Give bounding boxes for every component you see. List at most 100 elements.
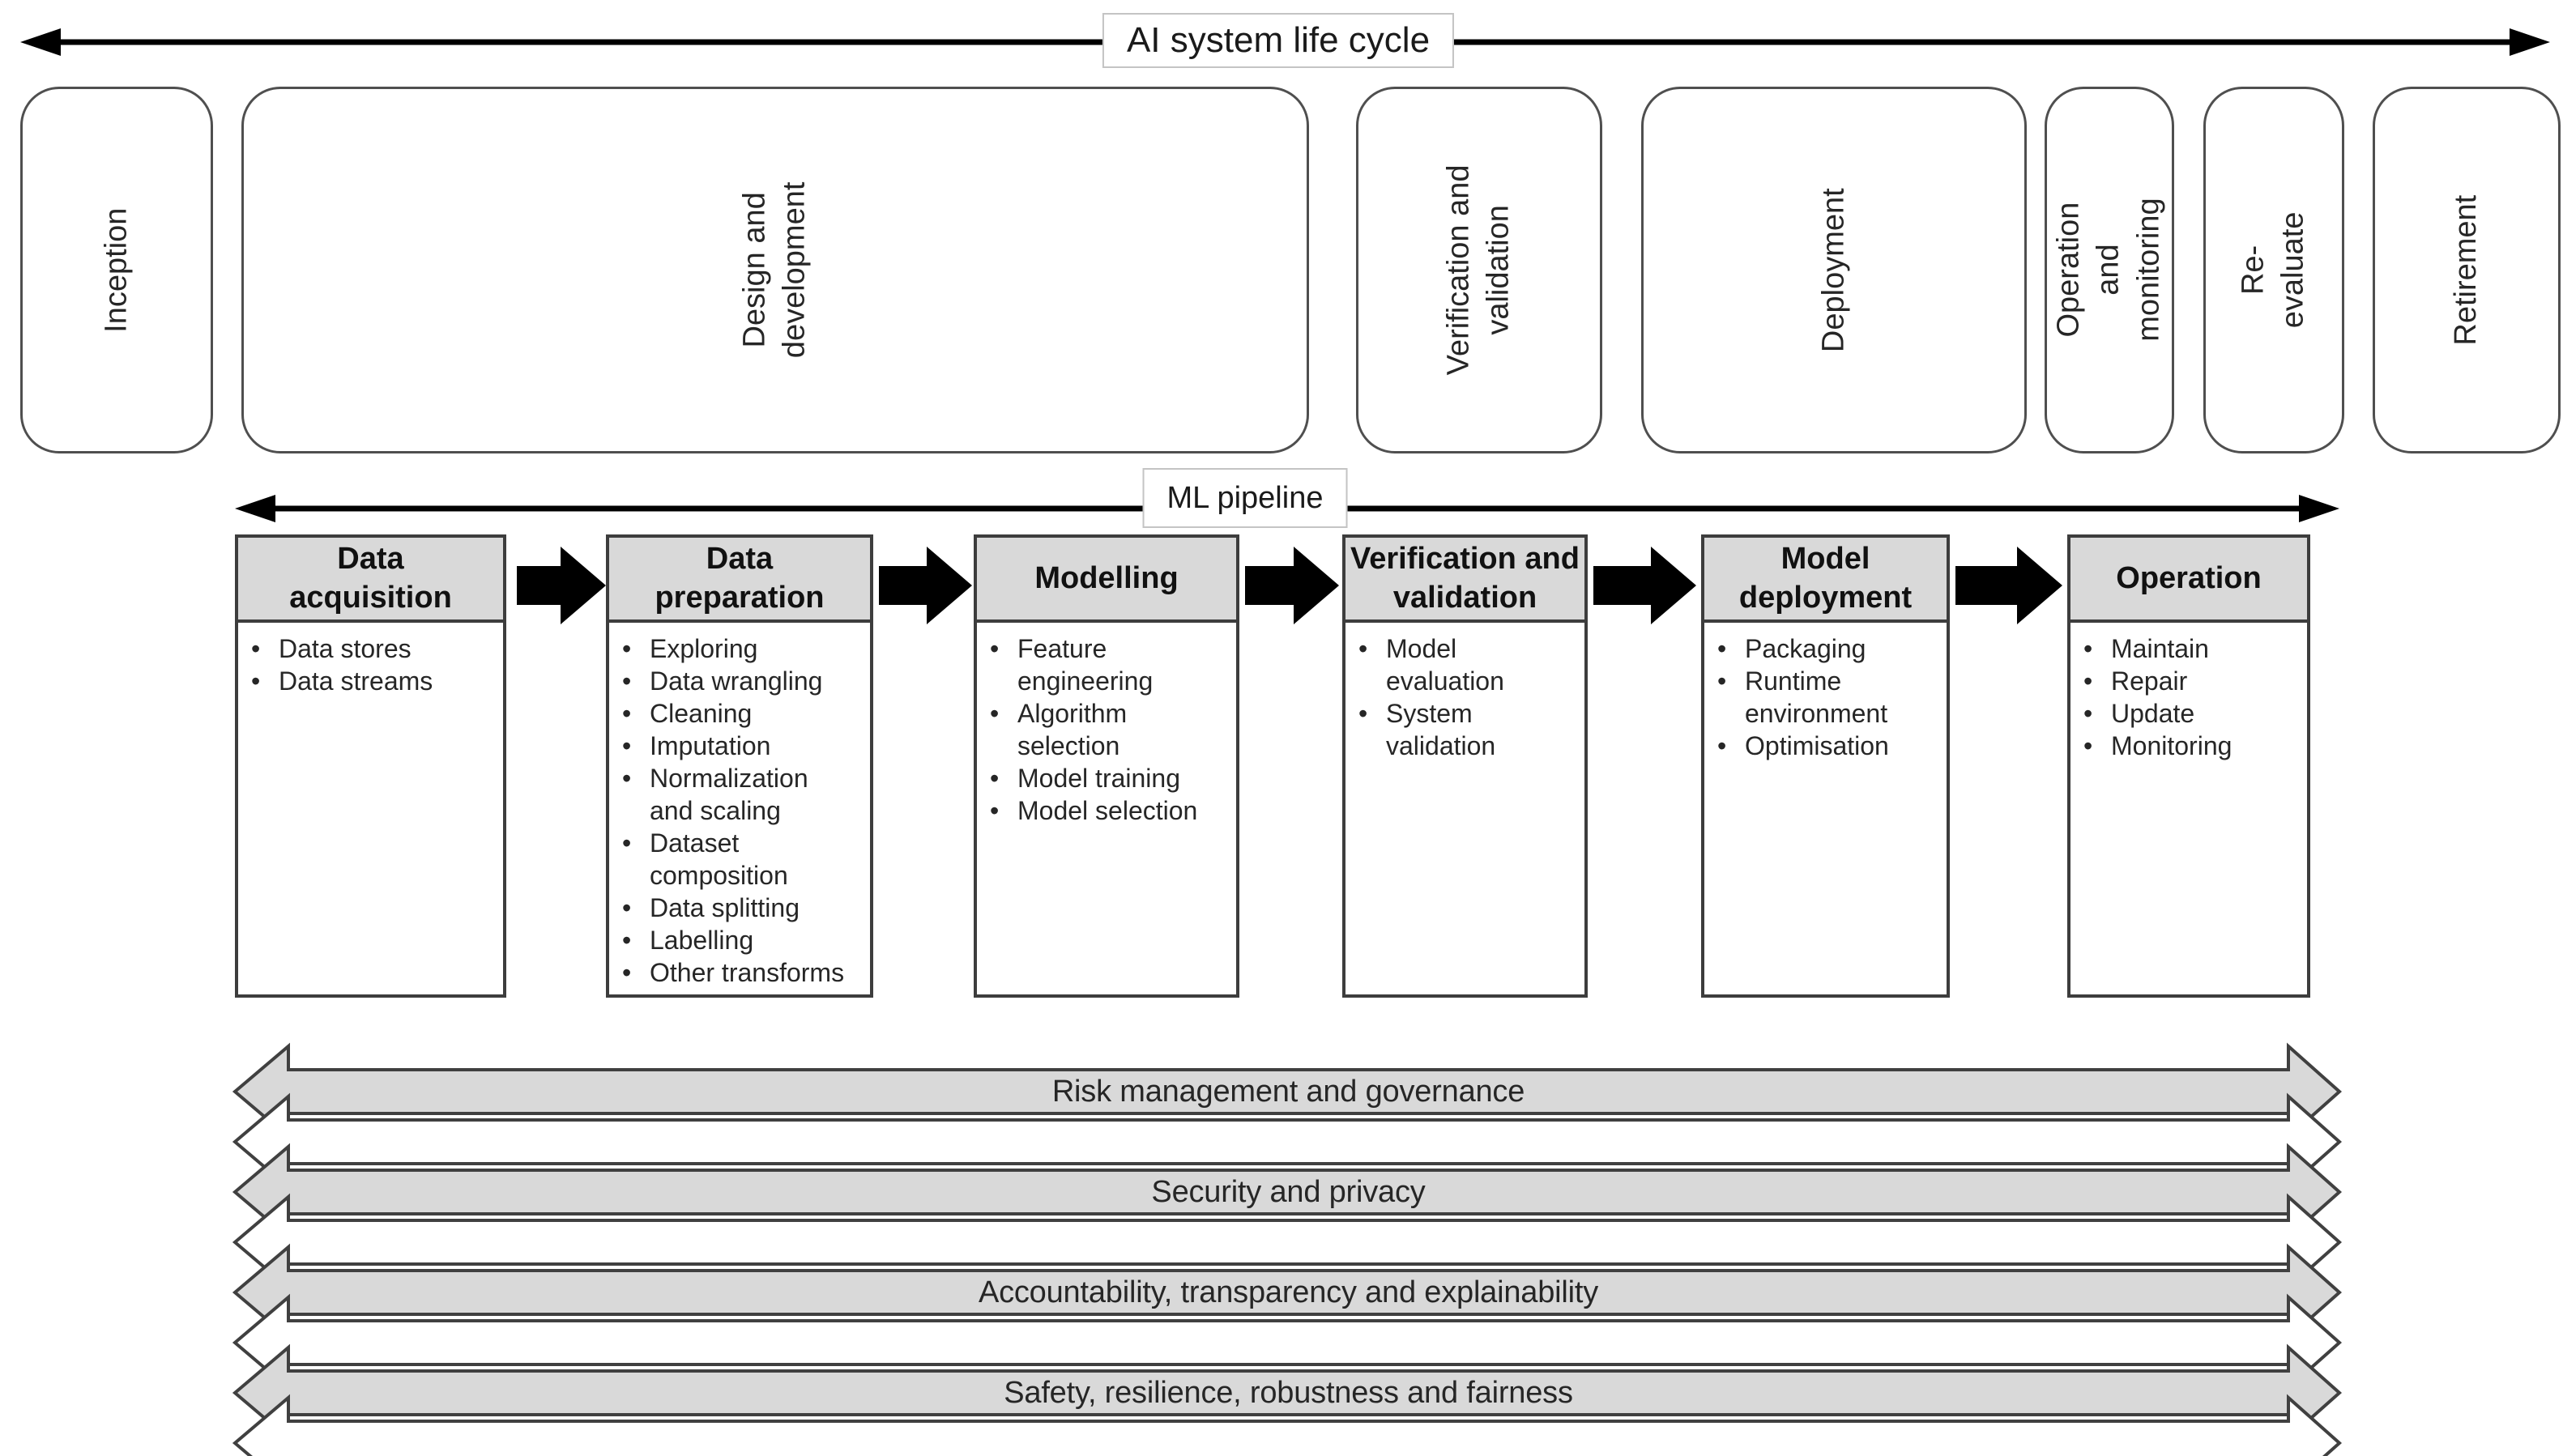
lifecycle-stage-retirement: Retirement: [2373, 87, 2561, 453]
lifecycle-stage-verification-validation: Verification and validation: [1356, 87, 1602, 453]
ai-lifecycle-arrow-label: AI system life cycle: [1102, 13, 1455, 68]
pipeline-stage-task-list: • Packaging • Runtime environment • Optimisat…: [1704, 623, 1947, 762]
task-list-item: •Update: [2083, 697, 2302, 730]
pipeline-stage-data-acquisition: Data acquisition•Data stores•Data stream…: [235, 534, 506, 998]
pipeline-stage-task-list: •Exploring•Data wrangling•Cleaning•Imput…: [609, 623, 870, 989]
task-list-item-text: Normalization and scaling: [650, 764, 808, 825]
pipeline-step-arrow-icon-5: [1955, 547, 2062, 624]
bullet-icon: •: [622, 699, 632, 728]
task-list-item: • Runtime environment: [1717, 665, 1942, 730]
bullet-icon: •: [622, 666, 632, 696]
bullet-icon: •: [1717, 634, 1727, 663]
task-list-item: • Cleaning: [622, 697, 865, 730]
pipeline-stage-model-deployment: Model deployment•Packaging•Runtime envir…: [1701, 534, 1950, 998]
bullet-icon: •: [2083, 634, 2093, 663]
task-list-item-text: Model evaluation: [1386, 634, 1504, 696]
bullet-icon: •: [1717, 666, 1727, 696]
lifecycle-stage-re-evaluate: Re-evaluate: [2203, 87, 2344, 453]
task-list-item-text: Feature engineering: [1017, 634, 1154, 696]
ml-pipeline-arrow-label: ML pipeline: [1142, 468, 1348, 528]
task-list-item: •Data splitting: [622, 892, 865, 924]
lifecycle-stage-label: Verification and validation: [1441, 164, 1516, 376]
task-list-item: •Data streams: [251, 665, 498, 697]
pipeline-step-arrow-icon-3: [1245, 547, 1339, 624]
task-list-item-text: Runtime environment: [1745, 666, 1888, 728]
ai-lifecycle-arrow-right-arrowhead-icon: [2510, 28, 2550, 56]
lifecycle-stage-label: Inception: [99, 207, 134, 333]
bullet-icon: •: [251, 666, 261, 696]
task-list-item: • Monitoring: [2083, 730, 2302, 762]
lifecycle-stage-label: Design and development: [737, 181, 812, 359]
governance-banner-label: Risk management and governance: [1051, 1074, 1525, 1109]
task-list-item-text: Model selection: [1017, 796, 1198, 825]
task-list-item-text: Labelling: [650, 926, 754, 955]
bullet-icon: •: [990, 764, 1000, 793]
task-list-item-text: Imputation: [650, 731, 771, 760]
pipeline-stage-verification-validation: Verification and validation•Model evalua…: [1342, 534, 1588, 998]
task-list-item-text: Maintain: [2111, 634, 2209, 663]
task-list-item: • Normalization and scaling: [622, 762, 865, 827]
bullet-icon: •: [990, 634, 1000, 663]
pipeline-stage-title: Operation: [2070, 538, 2307, 623]
task-list-item: •Repair: [2083, 665, 2302, 697]
lifecycle-stage-design-development: Design and development: [241, 87, 1309, 453]
bullet-icon: •: [622, 828, 632, 858]
task-list-item-text: System validation: [1386, 699, 1496, 760]
task-list-item: •Model evaluation: [1358, 632, 1580, 697]
ml-pipeline-arrow-right-arrowhead-icon: [2299, 495, 2339, 522]
task-list-item: •Model training: [990, 762, 1231, 794]
pipeline-stage-title: Verification and validation: [1345, 538, 1584, 623]
bullet-icon: •: [1717, 731, 1727, 760]
task-list-item: • Maintain: [2083, 632, 2302, 665]
bullet-icon: •: [990, 796, 1000, 825]
governance-banner-label: Safety, resilience, robustness and fairn…: [1004, 1375, 1573, 1410]
bullet-icon: •: [2083, 731, 2093, 760]
bullet-icon: •: [622, 731, 632, 760]
governance-banner-label: Accountability, transparency and explain…: [978, 1275, 1599, 1309]
task-list-item-text: Packaging: [1745, 634, 1866, 663]
task-list-item-text: Update: [2111, 699, 2195, 728]
task-list-item: •Data stores: [251, 632, 498, 665]
banner-spacer-arrow-4: [232, 1394, 2343, 1456]
task-list-item: • Model selection: [990, 794, 1231, 827]
pipeline-stage-title: Data preparation: [609, 538, 870, 623]
task-list-item: • Dataset composition: [622, 827, 865, 892]
task-list-item: •Other transforms: [622, 956, 865, 989]
pipeline-step-arrow-icon-1: [517, 547, 606, 624]
pipeline-stage-task-list: • Feature engineering•Algorithm selection…: [977, 623, 1236, 827]
pipeline-stage-modelling: Modelling • Feature engineering•Algorithm …: [974, 534, 1239, 998]
task-list-item: • Labelling: [622, 924, 865, 956]
bullet-icon: •: [622, 634, 632, 663]
task-list-item: •Algorithm selection: [990, 697, 1231, 762]
governance-banner-label: Security and privacy: [1151, 1174, 1426, 1209]
lifecycle-stage-label: Deployment: [1816, 188, 1851, 352]
lifecycle-stage-label: Re-evaluate: [2236, 211, 2310, 329]
task-list-item-text: Cleaning: [650, 699, 753, 728]
lifecycle-stage-inception: Inception: [20, 87, 213, 453]
task-list-item-text: Monitoring: [2111, 731, 2232, 760]
ai-lifecycle-arrow-label-text: AI system life cycle: [1126, 20, 1431, 60]
ml-pipeline-arrow-left-arrowhead-icon: [235, 495, 275, 522]
task-list-item: • Packaging: [1717, 632, 1942, 665]
task-list-item-text: Repair: [2111, 666, 2188, 696]
lifecycle-stage-deployment: Deployment: [1641, 87, 2027, 453]
task-list-item: •Data wrangling: [622, 665, 865, 697]
pipeline-stage-task-list: •Model evaluation•System validation: [1345, 623, 1584, 762]
task-list-item: •System validation: [1358, 697, 1580, 762]
task-list-item-text: Exploring: [650, 634, 758, 663]
task-list-item-text: Optimisation: [1745, 731, 1889, 760]
pipeline-stage-operation: Operation•Maintain•Repair•Update•Monitor…: [2067, 534, 2310, 998]
lifecycle-stage-label: Retirement: [2449, 194, 2484, 346]
bullet-icon: •: [622, 764, 632, 793]
pipeline-stage-task-list: •Data stores•Data streams: [238, 623, 503, 697]
pipeline-stage-title: Modelling: [977, 538, 1236, 623]
pipeline-step-arrow-icon-2: [879, 547, 972, 624]
pipeline-step-arrow-icon-4: [1593, 547, 1696, 624]
pipeline-stage-task-list: •Maintain•Repair•Update•Monitoring: [2070, 623, 2307, 762]
task-list-item-text: Dataset composition: [650, 828, 788, 890]
ai-lifecycle-arrow-left-arrowhead-icon: [20, 28, 61, 56]
bullet-icon: •: [990, 699, 1000, 728]
bullet-icon: •: [622, 926, 632, 955]
pipeline-stage-title: Data acquisition: [238, 538, 503, 623]
